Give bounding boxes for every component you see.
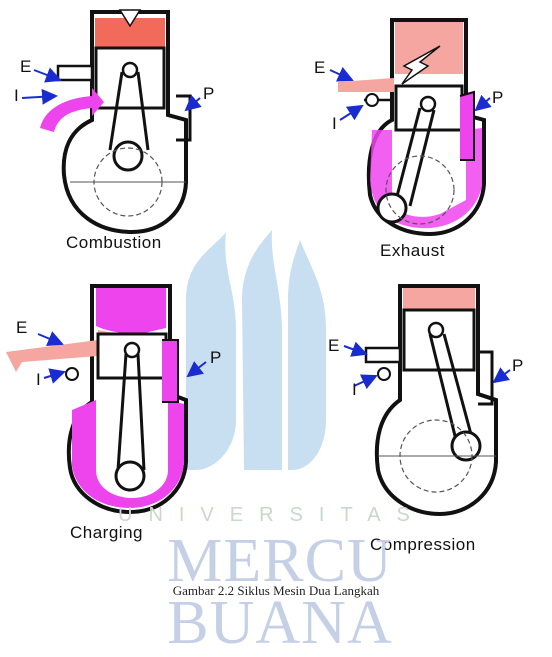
- two-stroke-diagram: [6, 9, 511, 517]
- watermark-universitas: UNIVERSITAS: [118, 504, 426, 526]
- exhaust-engine: [329, 18, 492, 237]
- combustion-label-e: E: [20, 57, 32, 76]
- charging-label-e: E: [16, 318, 28, 337]
- exhaust-pointer: [37, 331, 64, 346]
- crank-pin: [114, 460, 146, 492]
- exhaust-pointer: [343, 341, 368, 357]
- connecting-rod: [116, 353, 146, 471]
- charging-label-p: P: [210, 348, 222, 367]
- combustion-label-i: I: [14, 86, 19, 105]
- intake-pointer: [21, 88, 58, 105]
- intake-pointer: [339, 104, 364, 121]
- port-pointer: [186, 361, 207, 378]
- intake-pointer: [43, 368, 66, 384]
- combustion-engine: [21, 9, 202, 235]
- intake-flow: [40, 88, 104, 132]
- exhaust-port: [364, 346, 402, 364]
- compression-title: Compression: [370, 535, 476, 554]
- charging-title: Charging: [70, 523, 143, 542]
- spark-plug-icon: [118, 9, 142, 28]
- university-logo-watermark: [186, 230, 326, 470]
- exhaust-label-e: E: [314, 58, 326, 77]
- fresh-charge: [96, 288, 166, 334]
- combustion-label-p: P: [203, 84, 215, 103]
- exhaust-pointer: [33, 67, 62, 83]
- crank-pin: [112, 140, 144, 172]
- piston: [402, 308, 476, 372]
- charging-engine: [6, 284, 207, 515]
- combustion-title: Combustion: [66, 233, 162, 252]
- exhaust-label-p: P: [492, 88, 504, 107]
- figure-caption: Gambar 2.2 Siklus Mesin Dua Langkah: [172, 583, 380, 598]
- connecting-rod: [394, 107, 436, 207]
- compression-engine: [343, 284, 511, 517]
- port-pointer: [184, 94, 202, 112]
- connecting-rod: [428, 333, 474, 441]
- piston: [94, 46, 166, 110]
- crank-pin: [376, 192, 408, 224]
- charging-label-i: I: [36, 370, 41, 389]
- connecting-rod: [108, 71, 150, 151]
- exhaust-outflow: [6, 340, 98, 372]
- gas-flow-arrow-icon: [401, 45, 441, 85]
- compression-label-e: E: [328, 336, 340, 355]
- compression-label-p: P: [512, 356, 524, 375]
- exhaust-outflow: [338, 78, 394, 92]
- port-pointer: [492, 367, 511, 384]
- exhaust-title: Exhaust: [380, 241, 445, 260]
- port-pointer: [474, 94, 492, 112]
- exhaust-pointer: [329, 66, 354, 82]
- compression-label-i: I: [352, 380, 357, 399]
- crankcase-mixture: [72, 400, 184, 508]
- compressed-charge: [403, 288, 475, 310]
- exhaust-label-i: I: [332, 114, 337, 133]
- crank-pin: [450, 430, 482, 462]
- intake-pointer: [353, 374, 378, 390]
- exhaust-port: [56, 64, 94, 82]
